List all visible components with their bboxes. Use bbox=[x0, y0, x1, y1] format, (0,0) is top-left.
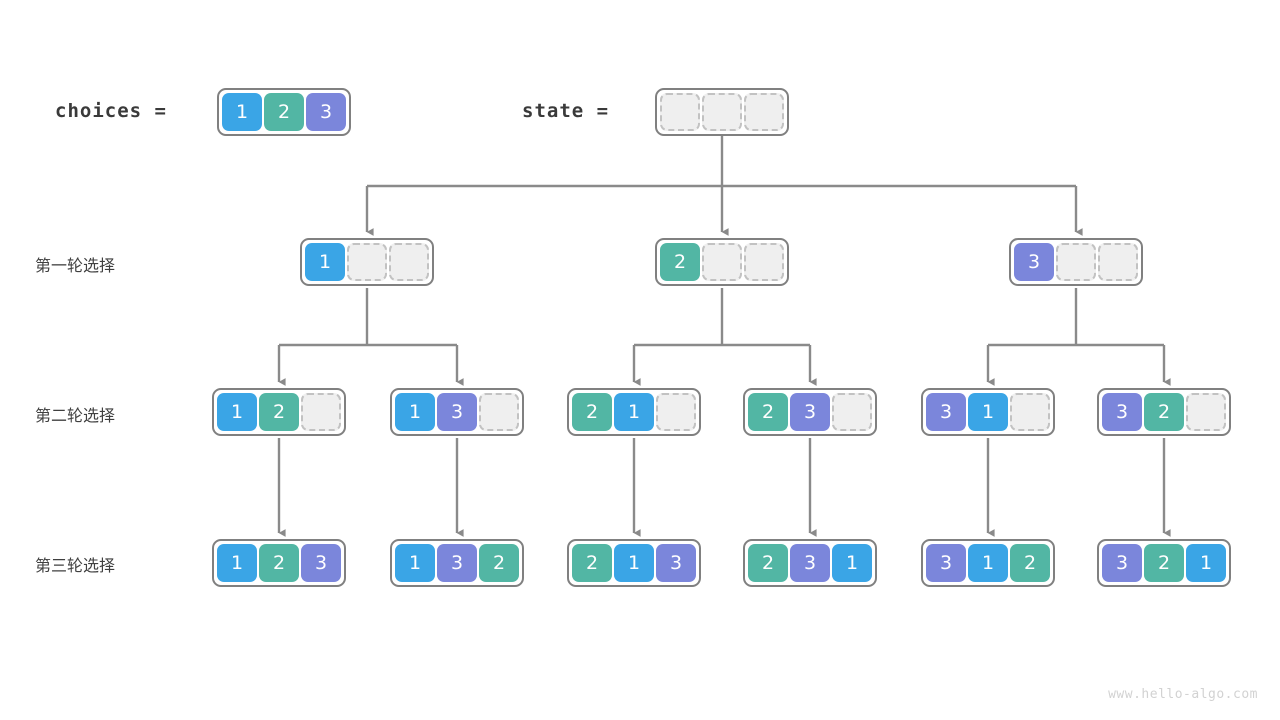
level1-node-1: 1 bbox=[300, 238, 434, 286]
array-cell: 2 bbox=[572, 544, 612, 582]
array-cell: 3 bbox=[306, 93, 346, 131]
array-cell: 3 bbox=[437, 544, 477, 582]
array-cell: 1 bbox=[614, 544, 654, 582]
array-cell: 1 bbox=[305, 243, 345, 281]
array-cell bbox=[347, 243, 387, 281]
round-label-1: 第一轮选择 bbox=[35, 256, 116, 275]
array-cell: 1 bbox=[222, 93, 262, 131]
watermark: www.hello-algo.com bbox=[1108, 687, 1258, 702]
array-cell: 2 bbox=[1010, 544, 1050, 582]
array-cell: 3 bbox=[926, 544, 966, 582]
array-cell: 1 bbox=[395, 544, 435, 582]
array-cell: 2 bbox=[660, 243, 700, 281]
array-cell bbox=[1056, 243, 1096, 281]
state-label: state = bbox=[522, 100, 610, 122]
round-label-3: 第三轮选择 bbox=[35, 556, 116, 575]
array-cell bbox=[1186, 393, 1226, 431]
array-cell bbox=[479, 393, 519, 431]
array-cell: 1 bbox=[217, 393, 257, 431]
array-cell bbox=[702, 93, 742, 131]
array-cell: 3 bbox=[1102, 544, 1142, 582]
array-cell: 1 bbox=[217, 544, 257, 582]
array-cell: 2 bbox=[748, 544, 788, 582]
array-cell: 2 bbox=[479, 544, 519, 582]
array-cell: 3 bbox=[656, 544, 696, 582]
round-label-2: 第二轮选择 bbox=[35, 406, 116, 425]
level1-node-3: 3 bbox=[1009, 238, 1143, 286]
array-cell bbox=[389, 243, 429, 281]
array-cell: 2 bbox=[1144, 393, 1184, 431]
array-cell: 1 bbox=[395, 393, 435, 431]
array-cell: 2 bbox=[259, 393, 299, 431]
state-array bbox=[655, 88, 789, 136]
array-cell bbox=[832, 393, 872, 431]
array-cell bbox=[1010, 393, 1050, 431]
array-cell: 3 bbox=[1102, 393, 1142, 431]
array-cell bbox=[1098, 243, 1138, 281]
array-cell bbox=[656, 393, 696, 431]
array-cell: 1 bbox=[614, 393, 654, 431]
array-cell bbox=[744, 93, 784, 131]
array-cell: 3 bbox=[790, 393, 830, 431]
array-cell: 2 bbox=[264, 93, 304, 131]
array-cell: 3 bbox=[437, 393, 477, 431]
array-cell bbox=[301, 393, 341, 431]
array-cell: 1 bbox=[968, 393, 1008, 431]
array-cell: 3 bbox=[1014, 243, 1054, 281]
choices-label: choices = bbox=[55, 100, 167, 122]
array-cell bbox=[744, 243, 784, 281]
array-cell: 2 bbox=[1144, 544, 1184, 582]
array-cell: 1 bbox=[832, 544, 872, 582]
array-cell: 3 bbox=[790, 544, 830, 582]
array-cell: 3 bbox=[301, 544, 341, 582]
array-cell: 1 bbox=[968, 544, 1008, 582]
level1-node-2: 2 bbox=[655, 238, 789, 286]
array-cell: 2 bbox=[259, 544, 299, 582]
array-cell: 3 bbox=[926, 393, 966, 431]
array-cell bbox=[660, 93, 700, 131]
array-cell: 2 bbox=[572, 393, 612, 431]
array-cell: 2 bbox=[748, 393, 788, 431]
array-cell: 1 bbox=[1186, 544, 1226, 582]
array-cell bbox=[702, 243, 742, 281]
